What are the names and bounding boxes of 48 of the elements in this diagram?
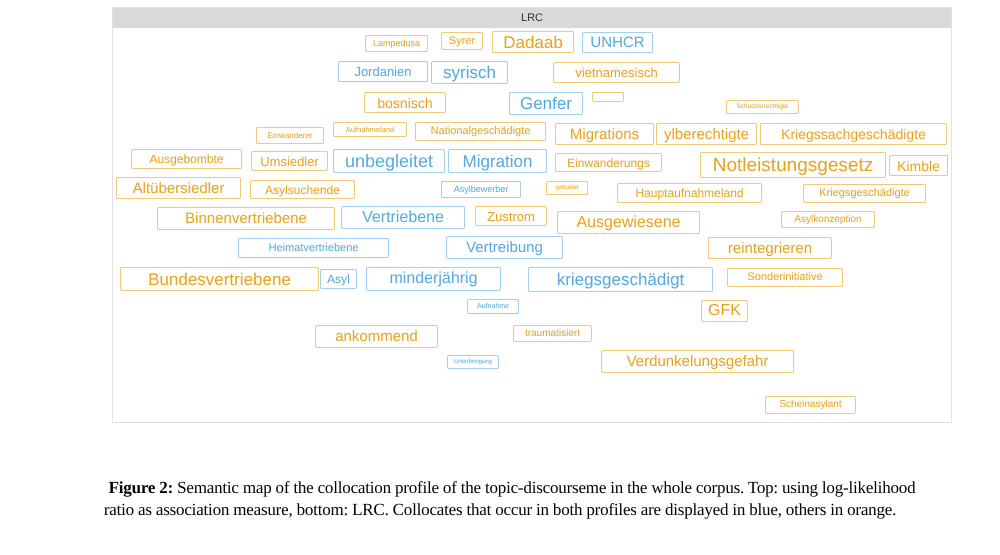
word-box: kriegsgeschädigt (528, 267, 713, 292)
word-box: Kriegssachgeschädigte (760, 123, 947, 145)
word-box: Lampedusa (365, 35, 428, 52)
panel (112, 7, 952, 423)
word-box: Hauptaufnahmeland (617, 183, 762, 203)
word-box: Einwanderungs (555, 153, 662, 172)
word-box: Asyl (320, 269, 357, 289)
word-box: ylberechtigte (656, 123, 757, 145)
word-box: Asylkonzeption (781, 211, 875, 228)
word-box: Heimatvertriebene (238, 238, 389, 258)
word-box: ankommend (315, 325, 438, 348)
empty-word-box (592, 92, 624, 102)
word-box: UNHCR (582, 32, 653, 53)
word-box: syrisch (431, 61, 508, 84)
word-box: Sonderinitiative (727, 268, 843, 287)
word-box: Altübersiedler (116, 177, 241, 199)
figure-caption: Figure 2: Semantic map of the collocation profile of the topic-discourseme in the whole corpus. Top: using log-likelihood ratio as association measure, bottom: LRC. Collocates that occur in both profiles are displayed in blue, others in orange. (102, 477, 916, 521)
word-box: Kimble (889, 155, 948, 176)
word-box: Einwanderer (256, 127, 324, 144)
word-box: Migrations (555, 123, 654, 145)
word-box: Vertriebene (341, 206, 465, 229)
word-box: Syrer (441, 32, 483, 50)
word-box: bosnisch (364, 92, 446, 113)
word-box: Notleistungsgesetz (700, 152, 886, 178)
word-box: vietnamesisch (553, 62, 680, 83)
word-box: GFK (701, 300, 748, 322)
word-box: Jordanien (338, 61, 428, 82)
word-box: Ausgewiesene (557, 211, 700, 234)
word-box: Verdunkelungsgefahr (601, 350, 794, 373)
word-box: reintegrieren (708, 237, 832, 259)
panel-header: LRC (113, 8, 951, 28)
word-box: Ausgebombte (131, 149, 242, 169)
word-box: Kriegsgeschädigte (803, 184, 926, 203)
word-box: Scheinasylant (765, 396, 856, 414)
word-box: Bundesvertriebene (120, 267, 319, 291)
word-box: Dadaab (492, 31, 574, 53)
word-box: Asylsuchende (250, 180, 355, 199)
word-box: Nationalgeschädigte (415, 122, 546, 141)
word-box: Zustrom (475, 206, 547, 226)
word-box: Asylbewerber (441, 181, 521, 198)
word-box: unbegleitet (333, 149, 445, 173)
word-box: Umsiedler (251, 151, 328, 171)
word-box: Vertreibung (446, 236, 563, 259)
word-box: Migration (448, 149, 547, 173)
word-box: minderjährig (366, 267, 501, 291)
word-box: Genfer (509, 92, 583, 115)
word-box: Binnenvertriebene (157, 207, 335, 230)
word-box: traumatisiert (513, 325, 592, 342)
